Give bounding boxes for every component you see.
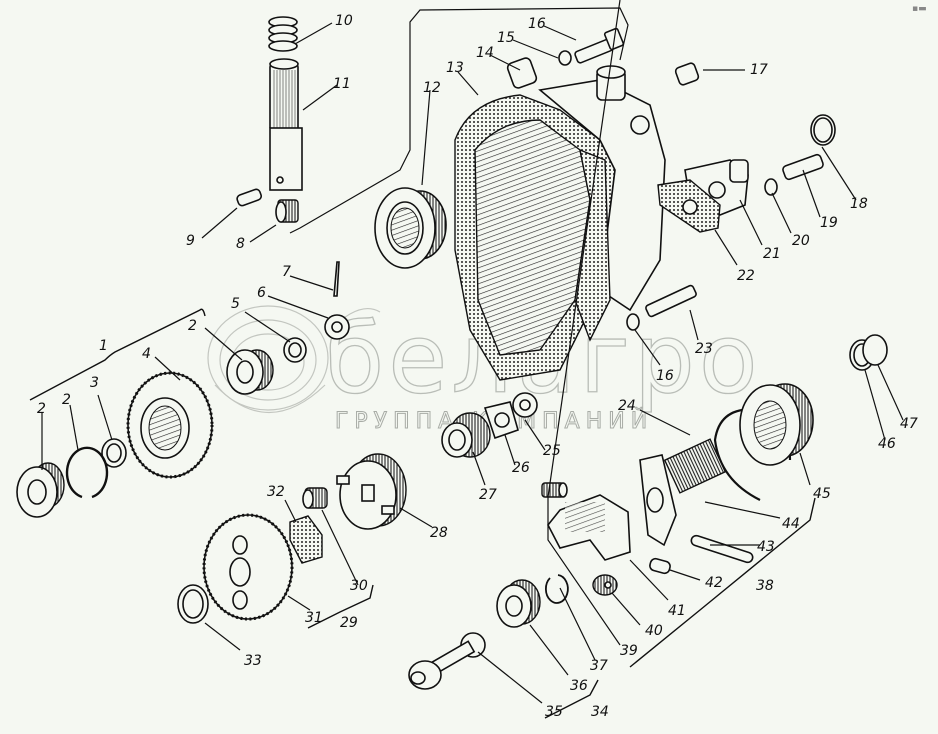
part-37-bearing[interactable] — [496, 579, 541, 628]
part-44-rod[interactable] — [690, 534, 754, 564]
part-19-ring[interactable] — [810, 114, 836, 146]
callout-33: 32 — [267, 484, 285, 500]
part-42-fork[interactable] — [547, 494, 631, 561]
callout-26: 25 — [543, 443, 561, 459]
part-9-bushing[interactable] — [275, 199, 299, 223]
part-43-pin[interactable] — [649, 557, 671, 575]
part-2-bearing-lower[interactable] — [16, 462, 65, 518]
part-29-disc[interactable] — [336, 453, 407, 530]
part-16-washer-top[interactable] — [558, 50, 572, 66]
part-26-nut[interactable] — [512, 392, 538, 418]
callout-10: 9 — [186, 233, 195, 249]
callout-3: 2 — [62, 392, 71, 408]
callout-46: 45 — [813, 486, 831, 502]
part-16-washer-lower[interactable] — [626, 313, 640, 331]
part-17-bolt[interactable] — [574, 27, 625, 64]
callout-31: 30 — [350, 578, 368, 594]
callout-16-top: 15 — [497, 30, 515, 46]
callout-9: 8 — [236, 236, 245, 252]
part-48-ring[interactable] — [862, 334, 888, 366]
callout-24: 23 — [695, 341, 713, 357]
callout-2-upper: 2 — [188, 318, 197, 334]
corner-mark: ▪▬ — [912, 4, 927, 14]
callout-1: 1 — [99, 338, 108, 354]
part-6-washer[interactable] — [283, 337, 307, 363]
callout-32: 31 — [305, 610, 323, 626]
callout-30: 29 — [340, 615, 358, 631]
callout-42: 41 — [668, 603, 686, 619]
callout-34: 33 — [244, 653, 262, 669]
callout-2-lower: 2 — [37, 401, 46, 417]
part-11-spring[interactable] — [268, 16, 298, 52]
callout-21: 20 — [792, 233, 810, 249]
callout-7: 6 — [257, 285, 266, 301]
part-20-bolt[interactable] — [782, 153, 824, 181]
part-34-washer[interactable] — [177, 584, 209, 624]
callout-44: 43 — [757, 539, 775, 555]
callout-17: 16 — [528, 16, 546, 32]
part-7-castle-nut[interactable] — [324, 314, 350, 340]
callout-41: 40 — [645, 623, 663, 639]
part-2-bearing-upper[interactable] — [226, 349, 274, 395]
callout-13: 12 — [423, 80, 441, 96]
part-38-circlip[interactable] — [544, 574, 569, 604]
part-31-roller[interactable] — [302, 487, 328, 509]
callout-27: 26 — [512, 460, 530, 476]
part-8-cotter-pin[interactable] — [333, 261, 340, 297]
callout-36: 35 — [545, 704, 563, 720]
part-41-nut[interactable] — [592, 574, 618, 596]
part-45-shaft-assembly[interactable] — [639, 438, 727, 547]
part-21-washer[interactable] — [764, 178, 778, 196]
callout-19: 18 — [850, 196, 868, 212]
part-33-pad[interactable] — [289, 515, 323, 564]
leader-lines — [41, 0, 904, 704]
callout-16-lower: 16 — [656, 368, 674, 384]
callout-12: 11 — [333, 76, 351, 92]
part-40-bushing[interactable] — [541, 482, 568, 498]
callout-37: 36 — [570, 678, 588, 694]
callout-6: 5 — [231, 296, 240, 312]
callout-11: 10 — [335, 13, 353, 29]
callout-40: 39 — [620, 643, 638, 659]
callout-23: 22 — [737, 268, 755, 284]
part-4-ring[interactable] — [101, 438, 127, 468]
part-18-plug[interactable] — [674, 62, 700, 86]
callout-38: 37 — [590, 658, 608, 674]
part-23-gasket[interactable] — [657, 179, 721, 233]
callout-18: 17 — [750, 62, 768, 78]
callout-48: 47 — [900, 416, 918, 432]
part-27-lock-washer[interactable] — [483, 401, 519, 440]
callout-25: 24 — [618, 398, 636, 414]
part-13-bearing[interactable] — [374, 187, 447, 269]
callout-29: 28 — [430, 525, 448, 541]
callout-20: 19 — [820, 215, 838, 231]
callout-43: 42 — [705, 575, 723, 591]
callout-15: 14 — [476, 45, 494, 61]
callout-8: 7 — [282, 264, 291, 280]
part-3-circlip[interactable] — [65, 446, 109, 499]
part-10-pin[interactable] — [236, 188, 263, 207]
part-32-gear[interactable] — [202, 513, 294, 621]
callout-22: 21 — [763, 246, 781, 262]
callout-35: 34 — [591, 704, 609, 720]
callout-45: 44 — [782, 516, 800, 532]
group-braces — [29, 308, 816, 719]
part-24-bolt[interactable] — [645, 284, 697, 318]
callout-4: 3 — [90, 375, 99, 391]
callout-14: 13 — [446, 60, 464, 76]
callout-47: 46 — [878, 436, 896, 452]
part-12-shaft[interactable] — [269, 58, 303, 191]
part-28-gear-hub[interactable] — [441, 412, 491, 458]
part-5-gear[interactable] — [126, 371, 214, 479]
part-36-ball-stud[interactable] — [408, 632, 486, 690]
callout-labels: 10 11 9 8 12 13 14 15 16 17 18 19 20 21 … — [37, 13, 918, 720]
callout-28: 27 — [479, 487, 497, 503]
callout-39: 38 — [756, 578, 774, 594]
callout-5: 4 — [142, 346, 151, 362]
part-46-bearing[interactable] — [739, 383, 814, 466]
